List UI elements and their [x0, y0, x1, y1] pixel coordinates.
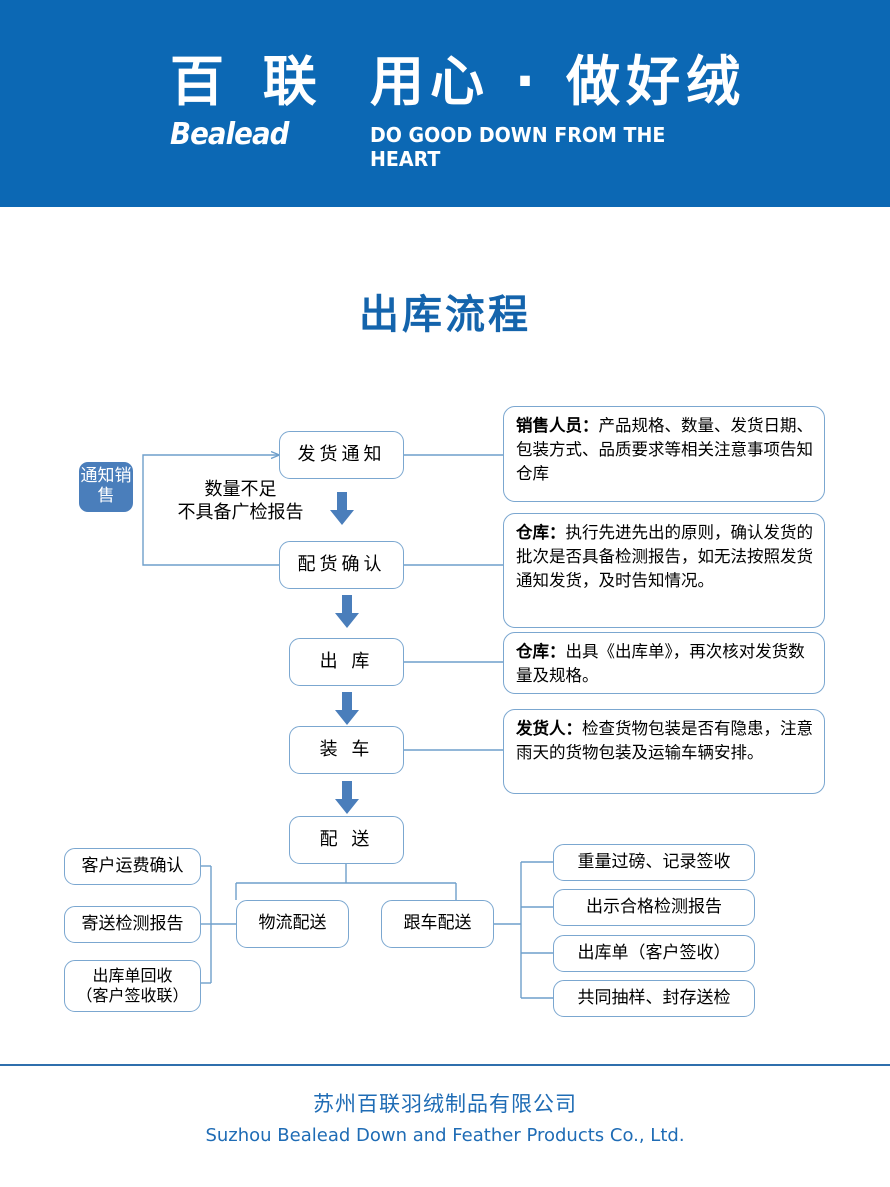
brand-logo-cn: 百 联: [170, 50, 327, 113]
note-box-warehouse-1: 仓库：执行先进先出的原则，确认发货的批次是否具备检测报告，如无法按照发货通知发货…: [503, 513, 825, 628]
brand-slogan-en: DO GOOD DOWN FROM THE HEART: [370, 123, 666, 171]
list-item-label: 共同抽样、封存送检: [577, 987, 731, 1008]
header-logo-block: 百 联 Bealead 用心 · 做好绒 DO GOOD DOWN FROM T…: [170, 50, 750, 172]
page-title: 出库流程: [359, 292, 531, 338]
list-item-chukudan-huishou[interactable]: 出库单回收 （客户签收联）: [64, 960, 201, 1012]
down-arrow-icon-2: [335, 595, 359, 628]
branch-node-label: 跟车配送: [403, 913, 472, 934]
down-arrow-icon-4: [335, 781, 359, 814]
down-arrow-icon-3: [335, 692, 359, 725]
note-text: 执行先进先出的原则，确认发货的批次是否具备检测报告，如无法按照发货通知发货，及时…: [516, 523, 813, 590]
flow-node-label: 配 送: [319, 828, 374, 850]
loop-condition-label: 数量不足 不具备广检报告: [177, 479, 304, 524]
brand-logo-en: Bealead: [170, 117, 289, 152]
note-role-label: 销售人员：: [516, 416, 599, 435]
list-item-label: 出库单回收 （客户签收联）: [76, 966, 189, 1005]
start-node-label: 通知销售: [80, 466, 132, 506]
note-text: 出具《出库单》，再次核对发货数量及规格。: [516, 642, 805, 685]
note-role-label: 发货人：: [516, 719, 582, 738]
note-box-shipper: 发货人：检查货物包装是否有隐患，注意雨天的货物包装及运输车辆安排。: [503, 709, 825, 794]
list-item-label: 出库单（客户签收）: [577, 942, 731, 963]
list-item-chukudan-qianshou[interactable]: 出库单（客户签收）: [553, 935, 755, 972]
list-item-label: 寄送检测报告: [81, 913, 184, 934]
note-text: 检查货物包装是否有隐患，注意雨天的货物包装及运输车辆安排。: [516, 719, 813, 762]
note-box-warehouse-2: 仓库：出具《出库单》，再次核对发货数量及规格。: [503, 632, 825, 694]
note-role-label: 仓库：: [516, 523, 566, 542]
start-node-notify-sales[interactable]: 通知销售: [79, 462, 133, 512]
flow-node-zhuangche[interactable]: 装 车: [289, 726, 404, 774]
header-banner: 百 联 Bealead 用心 · 做好绒 DO GOOD DOWN FROM T…: [0, 0, 890, 207]
list-item-gongtong-chouyang[interactable]: 共同抽样、封存送检: [553, 980, 755, 1017]
note-role-label: 仓库：: [516, 642, 566, 661]
flow-node-label: 出 库: [319, 650, 374, 672]
branch-node-label: 物流配送: [258, 913, 327, 934]
flow-node-label: 配货确认: [297, 553, 386, 575]
list-item-label: 重量过磅、记录签收: [577, 851, 731, 872]
footer-company-en: Suzhou Bealead Down and Feather Products…: [205, 1125, 685, 1146]
list-item-label: 客户运费确认: [81, 855, 184, 876]
list-item-label: 出示合格检测报告: [586, 896, 722, 917]
branch-node-wuliu-peisong[interactable]: 物流配送: [236, 900, 349, 948]
footer: 苏州百联羽绒制品有限公司 Suzhou Bealead Down and Fea…: [0, 1088, 890, 1146]
footer-divider: [0, 1064, 890, 1066]
flow-node-chuku[interactable]: 出 库: [289, 638, 404, 686]
flow-node-label: 装 车: [319, 738, 374, 760]
flow-node-peihuoqueren[interactable]: 配货确认: [279, 541, 404, 589]
brand-slogan-cn: 用心 · 做好绒: [370, 50, 747, 113]
note-box-sales: 销售人员：产品规格、数量、发货日期、包装方式、品质要求等相关注意事项告知仓库: [503, 406, 825, 502]
list-item-hege-baogao[interactable]: 出示合格检测报告: [553, 889, 755, 926]
list-item-yunfei-queren[interactable]: 客户运费确认: [64, 848, 201, 885]
down-arrow-icon-1: [330, 492, 354, 525]
note-text: 产品规格、数量、发货日期、包装方式、品质要求等相关注意事项告知仓库: [516, 416, 813, 483]
list-item-jisong-baogao[interactable]: 寄送检测报告: [64, 906, 201, 943]
flow-node-fahuotongzhi[interactable]: 发货通知: [279, 431, 404, 479]
flow-node-peisong[interactable]: 配 送: [289, 816, 404, 864]
list-item-zhongliang-guobang[interactable]: 重量过磅、记录签收: [553, 844, 755, 881]
branch-node-genche-peisong[interactable]: 跟车配送: [381, 900, 494, 948]
footer-company-cn: 苏州百联羽绒制品有限公司: [313, 1092, 577, 1116]
flow-node-label: 发货通知: [297, 443, 386, 465]
